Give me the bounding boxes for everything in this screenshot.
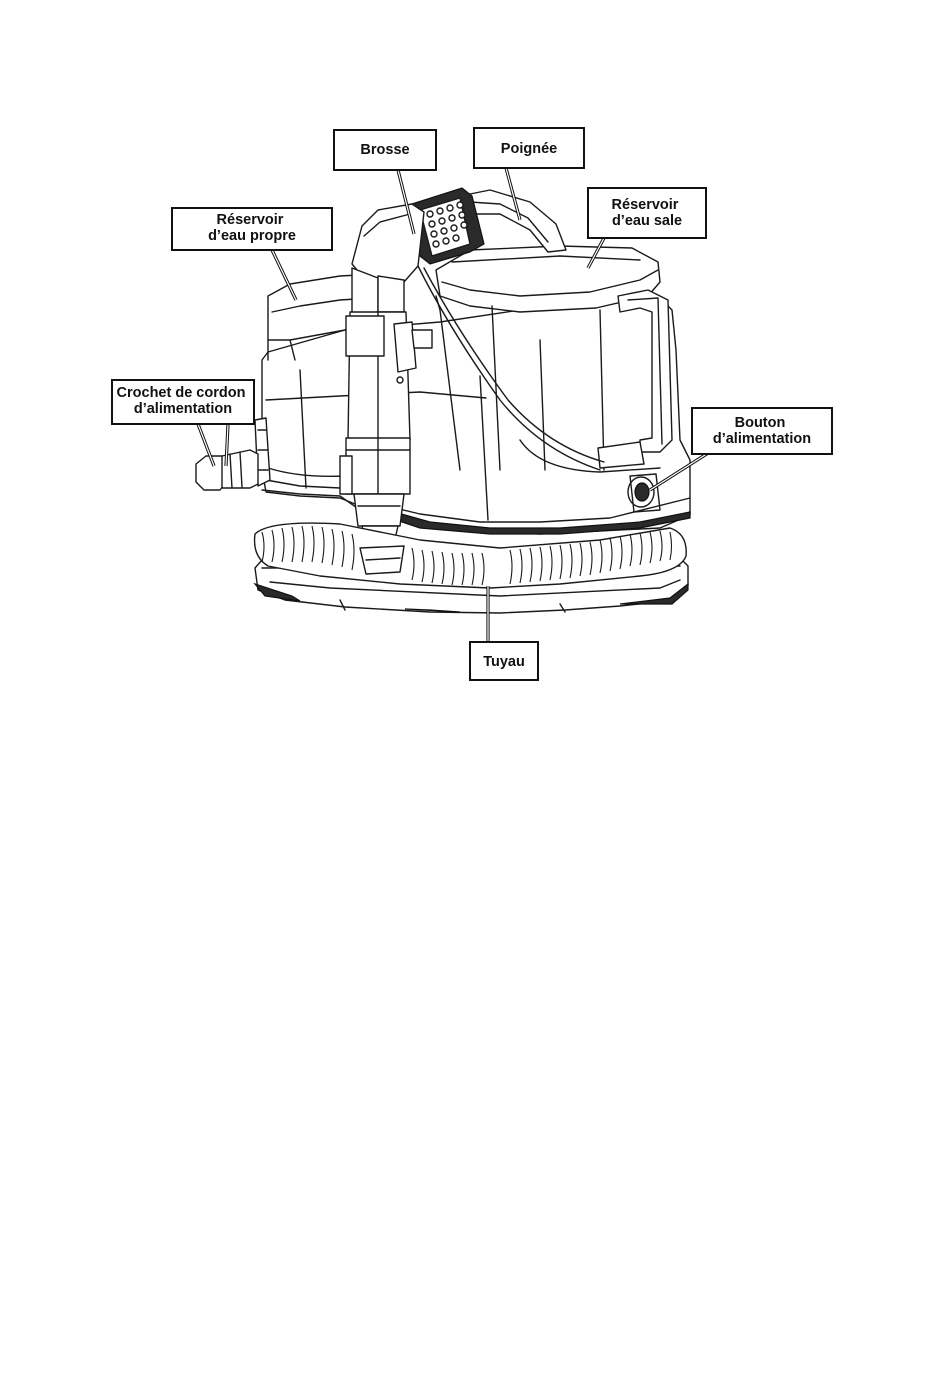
label-reservoir-eau-sale-line2: d’eau sale: [612, 213, 682, 229]
label-reservoir-eau-propre-line2: d’eau propre: [208, 228, 296, 244]
label-bouton-alimentation-line1: Bouton: [735, 415, 786, 431]
label-reservoir-eau-sale-line1: Réservoir: [612, 197, 679, 213]
label-tuyau: Tuyau: [483, 654, 525, 670]
label-reservoir-eau-propre: Réservoir d’eau propre: [208, 212, 296, 244]
label-poignee: Poignée: [501, 141, 557, 157]
label-bouton-alimentation-line2: d’alimentation: [713, 431, 811, 447]
label-crochet-cordon-line1: Crochet de cordon: [117, 385, 246, 401]
label-reservoir-eau-propre-line1: Réservoir: [217, 212, 284, 228]
spot-cleaner-illustration: [196, 188, 690, 613]
label-crochet-cordon: Crochet de cordon d’alimentation: [117, 385, 250, 417]
label-reservoir-eau-sale: Réservoir d’eau sale: [612, 197, 683, 229]
label-crochet-cordon-line2: d’alimentation: [134, 401, 232, 417]
label-brosse: Brosse: [360, 142, 409, 158]
